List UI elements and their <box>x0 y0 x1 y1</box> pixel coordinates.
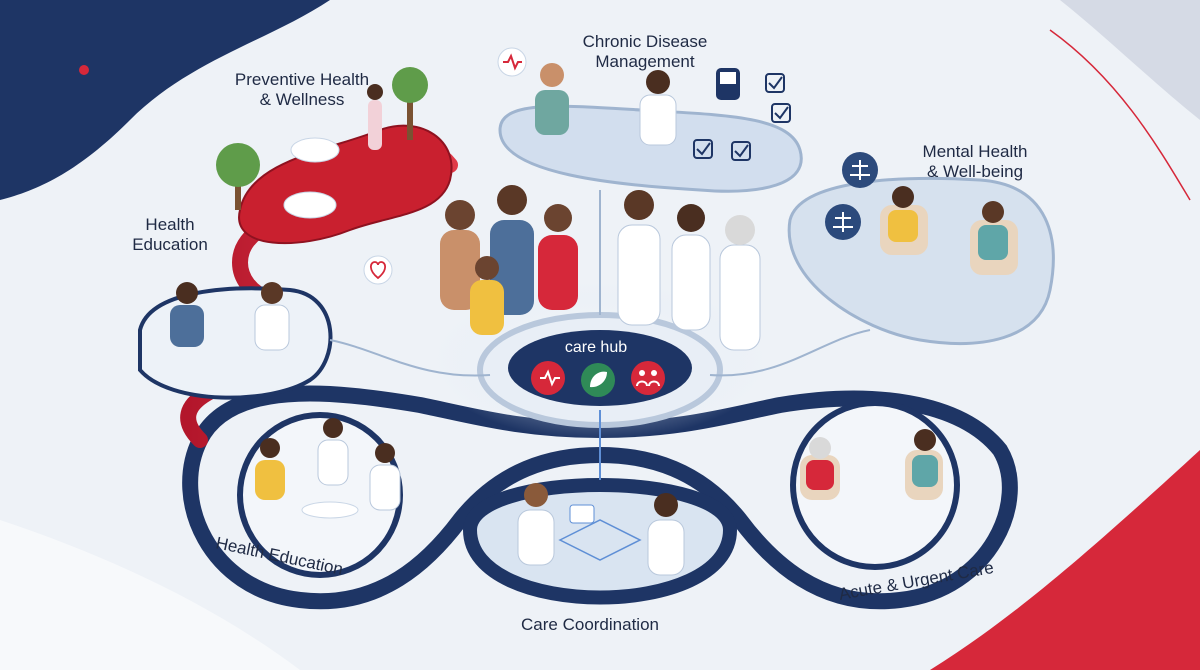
chronic-disease-label: Chronic Disease Management <box>560 32 730 71</box>
family-icon <box>631 361 665 395</box>
mental-scene-figures <box>880 186 1018 275</box>
red-curve-decor <box>1049 29 1191 201</box>
chronic-scene-figures <box>535 63 677 146</box>
preventive-health-text: Preventive Health & Wellness <box>234 70 370 109</box>
mental-health-label: Mental Health & Well-being <box>900 142 1050 181</box>
red-dot-decor <box>79 65 89 75</box>
coordination-scene-figures <box>517 483 685 576</box>
health-education-top-label: Health Education <box>115 215 225 254</box>
preventive-health-label: Preventive Health & Wellness <box>222 70 382 109</box>
coordination-loop <box>462 478 738 605</box>
care-coordination-path-label: Care Coordination <box>521 615 659 634</box>
glucose-meter-icon <box>716 68 740 100</box>
acute-scene-figures <box>800 429 943 500</box>
preventive-platform <box>238 124 453 245</box>
education-top-figures <box>170 282 290 351</box>
education-bottom-figures <box>255 418 401 519</box>
chronic-disease-text: Chronic Disease Management <box>582 32 708 71</box>
chronic-platform <box>498 104 803 193</box>
navy-corner-top-left <box>0 0 330 200</box>
heart-icon <box>363 255 393 285</box>
hub-label: care hub <box>565 339 627 356</box>
hub-line-left <box>329 339 491 377</box>
preventive-scene-figures <box>216 67 428 219</box>
white-wave-bottom-left <box>0 520 300 670</box>
heart-pulse-icon <box>531 361 565 395</box>
mental-health-text: Mental Health & Well-being <box>922 142 1028 181</box>
scale-icon <box>825 152 878 240</box>
hub-line-right <box>709 329 871 377</box>
checkbox-icon <box>693 73 791 161</box>
leaf-icon <box>581 363 615 397</box>
family-group-figures <box>440 185 578 335</box>
doctor-group-figures <box>617 190 761 351</box>
health-education-top-text: Health Education <box>132 215 208 254</box>
pulse-icon <box>497 47 527 77</box>
navy-band-top-right <box>1060 0 1200 120</box>
education-platform-top <box>138 286 333 400</box>
red-corner-bottom-right <box>930 450 1200 670</box>
